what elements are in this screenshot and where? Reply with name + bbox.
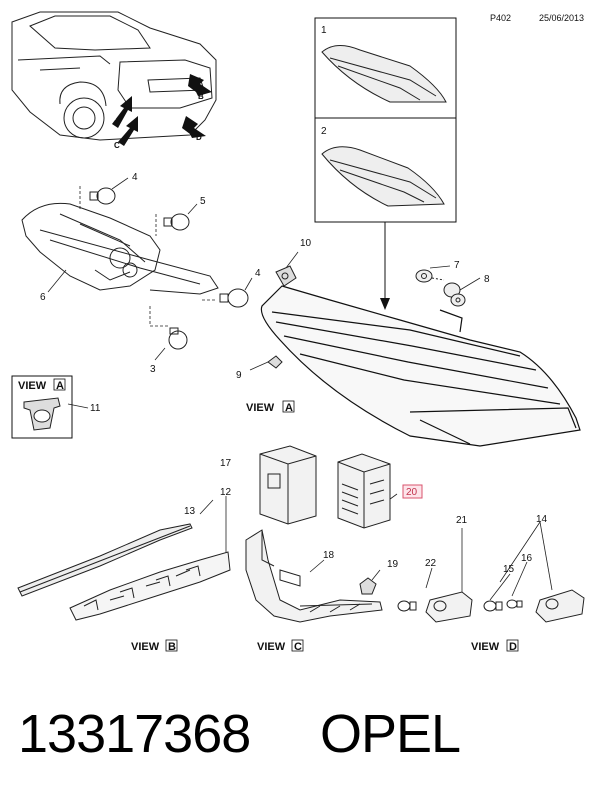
callout-6: 6: [40, 292, 46, 303]
callout-16: 16: [521, 553, 533, 564]
highlight-box: [402, 484, 423, 499]
bulb-22: [397, 600, 417, 612]
svg-text:A: A: [285, 402, 293, 414]
brand-name: OPEL: [320, 704, 460, 764]
nut-7: [415, 269, 445, 283]
callout-10: 10: [300, 238, 312, 249]
light-strip-13: [17, 523, 193, 597]
callout-4-top: 4: [132, 172, 138, 183]
callout-19: 19: [387, 559, 399, 570]
svg-text:B: B: [168, 641, 176, 653]
view-b-label: VIEW B: [131, 639, 178, 653]
svg-text:C: C: [294, 641, 302, 653]
variant-pointer-arrowhead: [380, 298, 390, 310]
view-a-label: VIEW A: [246, 400, 295, 414]
callout-21: 21: [456, 515, 468, 526]
svg-text:VIEW: VIEW: [131, 641, 160, 653]
bulb-leader-lines: [79, 186, 215, 327]
callout-17: 17: [220, 458, 232, 469]
module-17: [259, 445, 317, 525]
bulb-15: [483, 600, 503, 612]
bracket-18: [245, 529, 383, 623]
callout-13: 13: [184, 506, 196, 517]
view-a-inset-label: VIEW: [18, 380, 47, 392]
washer-8: [443, 282, 466, 307]
light-housing-12: [69, 551, 231, 621]
clip-9: [267, 355, 283, 369]
svg-text:D: D: [509, 641, 517, 653]
svg-text:VIEW: VIEW: [257, 641, 286, 653]
callout-8: 8: [484, 274, 490, 285]
car-arrows: A B C D: [110, 74, 212, 150]
arrow-c: C: [114, 116, 138, 150]
callout-18: 18: [323, 550, 335, 561]
callout-14: 14: [536, 514, 548, 525]
part-number: 13317368: [18, 704, 250, 764]
bulb-holder-harness: [21, 202, 219, 295]
callout-leaders: [47, 177, 553, 601]
callout-7: 7: [454, 260, 460, 271]
callout-5: 5: [200, 196, 206, 207]
page-code: P402: [490, 13, 511, 23]
callout-9: 9: [236, 370, 242, 381]
arrow-d: D: [182, 116, 206, 142]
svg-text:B: B: [198, 92, 204, 101]
car-illustration: [11, 11, 217, 141]
grommet-10: [275, 265, 297, 287]
variant-box: 1 2: [314, 17, 457, 223]
svg-text:VIEW: VIEW: [471, 641, 500, 653]
view-d-label: VIEW D: [471, 639, 519, 653]
callout-11: 11: [90, 403, 101, 414]
arrow-b: B: [188, 74, 212, 101]
bulb-4-right: [219, 288, 249, 308]
module-20: [337, 453, 391, 529]
bulb-3: [168, 327, 188, 350]
callout-12: 12: [220, 487, 232, 498]
tail-lamp-assembly: [260, 285, 581, 447]
svg-text:VIEW: VIEW: [246, 402, 275, 414]
view-c-label: VIEW C: [257, 639, 304, 653]
svg-text:D: D: [196, 133, 202, 142]
view-a-inset-letter: A: [56, 380, 64, 392]
callout-4-right: 4: [255, 268, 261, 279]
callout-20-highlight: 20: [402, 484, 423, 499]
tail-lamp-variant-1: [321, 45, 447, 103]
clip-19: [359, 577, 377, 595]
grommet-11: [23, 397, 61, 431]
callout-20: 20: [406, 487, 418, 498]
callout-3: 3: [150, 364, 156, 375]
callout-22: 22: [425, 558, 437, 569]
license-lamp-14: [535, 589, 585, 623]
bulb-5: [163, 213, 190, 231]
license-lamp-21: [425, 591, 473, 623]
bulb-4-top: [89, 187, 116, 205]
variant-label-2: 2: [321, 126, 327, 137]
view-a-inset: VIEW A: [11, 375, 73, 439]
diagram-date: 25/06/2013: [539, 13, 584, 23]
arrow-a: A: [110, 96, 132, 128]
callout-15: 15: [503, 564, 515, 575]
tail-lamp-variant-2: [321, 146, 445, 207]
variant-label-1: 1: [321, 25, 327, 36]
svg-text:C: C: [114, 141, 120, 150]
bulb-16: [506, 599, 523, 609]
svg-text:A: A: [110, 113, 116, 122]
